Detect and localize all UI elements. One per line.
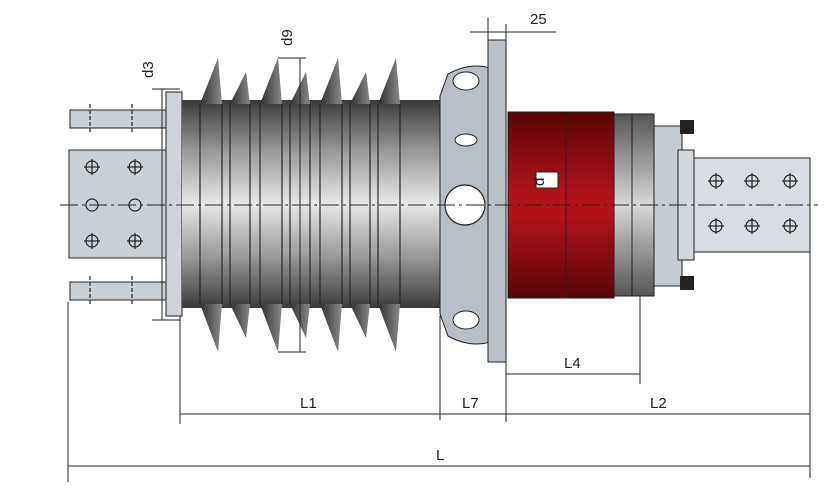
dimension-lines [67, 18, 811, 482]
label-L7: L7 [462, 395, 479, 412]
mounting-flange [439, 39, 507, 363]
label-L: L [436, 447, 444, 464]
label-d9: d9 [279, 29, 296, 46]
label-L1: L1 [300, 395, 317, 412]
label-L2: L2 [650, 395, 667, 412]
left-flange-plate [165, 91, 183, 317]
label-L4: L4 [564, 355, 581, 372]
label-25: 25 [530, 11, 547, 28]
label-d: d [531, 178, 548, 186]
insulator-sheds [199, 58, 401, 352]
insulator-core [182, 100, 440, 308]
label-d3: d3 [140, 61, 157, 78]
